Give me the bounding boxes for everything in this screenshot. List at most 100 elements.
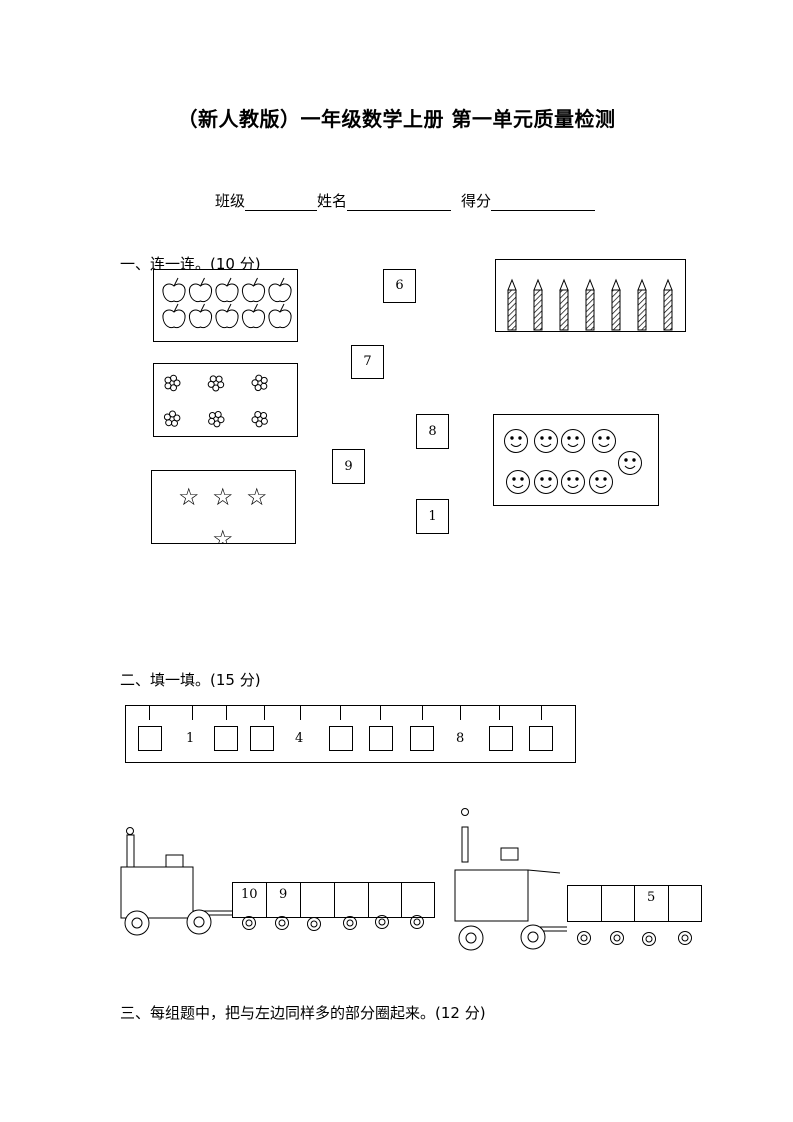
train-car[interactable] bbox=[601, 885, 635, 922]
info-line: 班级 姓名 得分 bbox=[215, 190, 596, 211]
train-car[interactable] bbox=[368, 882, 402, 918]
apple-icon bbox=[268, 303, 292, 329]
answer-box[interactable] bbox=[529, 726, 553, 751]
train-car[interactable]: 10 bbox=[232, 882, 267, 918]
apple-icon bbox=[241, 303, 266, 329]
tick-mark bbox=[380, 706, 381, 720]
answer-box[interactable] bbox=[489, 726, 513, 751]
train-1-cars: 10 9 bbox=[232, 882, 435, 918]
name-label: 姓名 bbox=[317, 192, 348, 210]
class-blank[interactable] bbox=[245, 194, 318, 211]
number-label: 1 bbox=[186, 731, 195, 746]
train-car[interactable] bbox=[567, 885, 602, 922]
smiley-face-icon bbox=[589, 470, 613, 494]
pencil-icon bbox=[585, 278, 595, 331]
apple-icon bbox=[241, 277, 266, 303]
tick-mark bbox=[340, 706, 341, 720]
section3-heading: 三、每组题中，把与左边同样多的部分圈起来。(12 分) bbox=[120, 1004, 486, 1022]
apples-drawing bbox=[162, 277, 292, 329]
number-label: 4 bbox=[295, 731, 304, 746]
flower-icon bbox=[163, 410, 181, 427]
pencil-icon bbox=[507, 278, 517, 331]
apple-icon bbox=[188, 277, 213, 303]
flower-icon bbox=[164, 374, 181, 392]
score-label: 得分 bbox=[461, 192, 492, 210]
answer-box[interactable] bbox=[410, 726, 434, 751]
star-icon: ☆ bbox=[212, 483, 234, 511]
pencils-drawing bbox=[507, 278, 673, 331]
tick-mark bbox=[226, 706, 227, 720]
section1-heading: 一、连一连。(10 分) bbox=[120, 255, 261, 273]
apple-icon bbox=[188, 303, 213, 329]
smiley-face-icon bbox=[592, 429, 616, 453]
train-car[interactable] bbox=[334, 882, 369, 918]
number-label: 8 bbox=[456, 731, 465, 746]
flowers-box bbox=[153, 363, 298, 437]
name-blank[interactable] bbox=[347, 194, 452, 211]
train-2-cars: 5 bbox=[567, 885, 702, 922]
flower-icon bbox=[207, 375, 225, 392]
answer-box[interactable] bbox=[369, 726, 393, 751]
answer-box[interactable] bbox=[138, 726, 162, 751]
apple-icon bbox=[162, 277, 186, 303]
car-number: 9 bbox=[279, 887, 288, 902]
class-label: 班级 bbox=[215, 192, 246, 210]
smiley-face-icon bbox=[504, 429, 528, 453]
flower-icon bbox=[251, 374, 268, 392]
car-number: 5 bbox=[647, 890, 656, 905]
pencils-box bbox=[495, 259, 686, 332]
tick-mark bbox=[192, 706, 193, 720]
train-car[interactable] bbox=[668, 885, 702, 922]
train-car[interactable]: 5 bbox=[634, 885, 669, 922]
number-card[interactable]: 6 bbox=[383, 269, 416, 303]
score-blank[interactable] bbox=[491, 194, 596, 211]
car-number: 10 bbox=[241, 887, 258, 902]
pencil-icon bbox=[637, 278, 647, 331]
number-card[interactable]: 7 bbox=[351, 345, 384, 379]
smiley-face-icon bbox=[561, 429, 585, 453]
tick-mark bbox=[499, 706, 500, 720]
train-car[interactable] bbox=[300, 882, 335, 918]
train-1-drawing bbox=[120, 827, 424, 936]
tick-mark bbox=[422, 706, 423, 720]
answer-box[interactable] bbox=[250, 726, 274, 751]
train-2-drawing bbox=[454, 808, 692, 951]
number-card[interactable]: 9 bbox=[332, 449, 365, 484]
number-line-box: 1 4 8 bbox=[125, 705, 576, 763]
pencil-icon bbox=[533, 278, 543, 331]
pencil-icon bbox=[663, 278, 673, 331]
tick-mark bbox=[300, 706, 301, 720]
apple-icon bbox=[162, 303, 186, 329]
faces-box bbox=[493, 414, 659, 506]
tick-mark bbox=[264, 706, 265, 720]
tick-mark bbox=[460, 706, 461, 720]
faces-drawing bbox=[504, 429, 642, 494]
number-card[interactable]: 1 bbox=[416, 499, 449, 534]
star-icon: ☆ bbox=[246, 483, 268, 511]
stars-box: ☆ ☆ ☆ ☆ bbox=[151, 470, 296, 544]
apples-box bbox=[153, 269, 298, 342]
apple-icon bbox=[215, 303, 239, 329]
smiley-face-icon bbox=[561, 470, 585, 494]
smiley-face-icon bbox=[618, 451, 642, 475]
number-card[interactable]: 8 bbox=[416, 414, 449, 449]
star-icon: ☆ bbox=[212, 525, 234, 544]
flower-icon bbox=[208, 411, 225, 428]
answer-box[interactable] bbox=[329, 726, 353, 751]
smiley-face-icon bbox=[534, 429, 558, 453]
pencil-icon bbox=[559, 278, 569, 331]
answer-box[interactable] bbox=[214, 726, 238, 751]
star-icon: ☆ bbox=[178, 483, 200, 511]
smiley-face-icon bbox=[506, 470, 530, 494]
flower-icon bbox=[251, 411, 268, 428]
page-title: （新人教版）一年级数学上册 第一单元质量检测 bbox=[177, 107, 616, 131]
flowers-drawing bbox=[163, 374, 268, 428]
pencil-icon bbox=[611, 278, 621, 331]
tick-mark bbox=[149, 706, 150, 720]
train-car[interactable] bbox=[401, 882, 435, 918]
apple-icon bbox=[268, 277, 292, 303]
apple-icon bbox=[215, 277, 239, 303]
smiley-face-icon bbox=[534, 470, 558, 494]
train-car[interactable]: 9 bbox=[266, 882, 301, 918]
tick-mark bbox=[541, 706, 542, 720]
